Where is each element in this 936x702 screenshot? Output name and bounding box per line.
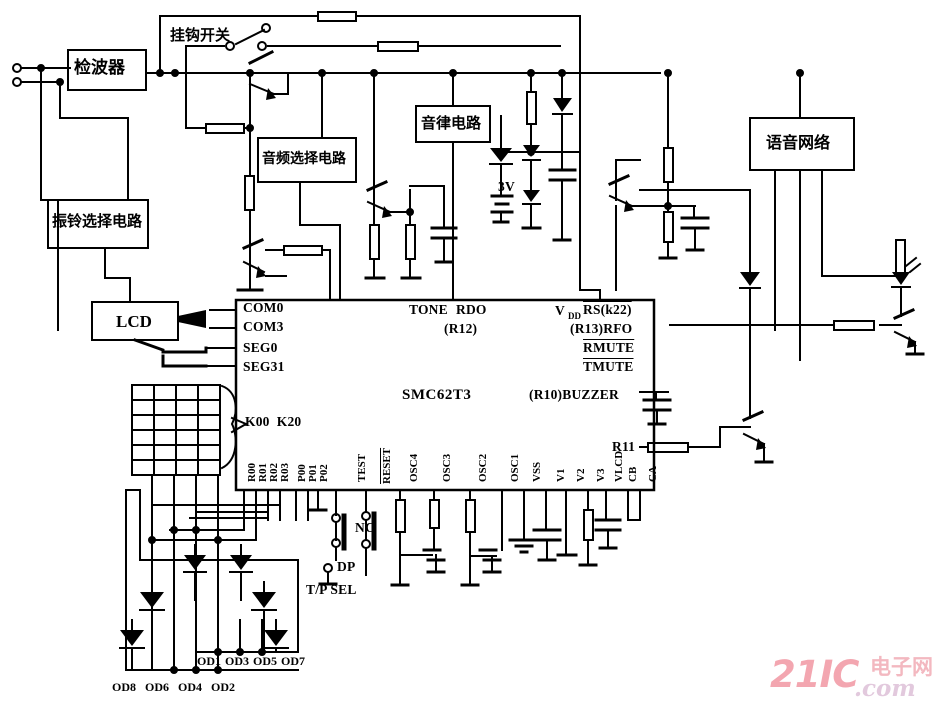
detector-block xyxy=(67,49,147,91)
ring-select-block xyxy=(47,199,149,249)
ic-pin-vlcd: VLCD xyxy=(613,450,625,482)
audio-select-label: 音频选择电路 xyxy=(262,151,346,167)
od2-label: OD2 xyxy=(211,680,235,694)
hook-switch-label: 挂钩开关 xyxy=(170,26,231,44)
ic-pin-vss: VSS xyxy=(531,461,543,482)
ic-pin-osc4: OSC4 xyxy=(408,453,420,482)
voice-network-block xyxy=(749,117,855,171)
watermark: 21IC 电子网 .com xyxy=(770,651,936,702)
ic-pin-reset: RESET xyxy=(381,447,393,484)
od6-label: OD6 xyxy=(145,680,169,694)
ic-pin-rfo: (R13)RFO xyxy=(570,321,633,336)
detector-label: 检波器 xyxy=(74,58,125,78)
ring-select-label: 振铃选择电路 xyxy=(52,212,143,230)
ic-pin-buzzer: (R10)BUZZER xyxy=(529,387,619,402)
od8-label: OD8 xyxy=(112,680,136,694)
ic-pin-com0: COM0 xyxy=(243,300,284,315)
tone-circuit-label: 音律电路 xyxy=(421,114,482,132)
ic-pin-seg0: SEG0 xyxy=(243,340,278,355)
ic-pin-vdd-subscript: DD xyxy=(568,311,581,321)
line-terminal-2 xyxy=(12,77,22,87)
ic-pin-r11: R11 xyxy=(612,439,636,454)
ic-pin-rs: RS(k22) xyxy=(583,302,632,317)
ic-body xyxy=(234,298,656,492)
audio-select-block xyxy=(257,137,357,183)
od5-label: OD5 xyxy=(253,654,277,668)
ic-pin-vdd: V xyxy=(555,303,565,318)
ic-pin-osc1: OSC1 xyxy=(509,453,521,482)
watermark-cn: 电子网 xyxy=(870,655,933,679)
ic-part-number: SMC62T3 xyxy=(402,387,472,403)
ic-pin-v2: V2 xyxy=(575,468,587,482)
line-terminal-1 xyxy=(12,63,22,73)
watermark-domain: .com xyxy=(854,675,916,702)
od4-label: OD4 xyxy=(178,680,202,694)
od3-label: OD3 xyxy=(225,654,249,668)
od7-label: OD7 xyxy=(281,654,305,668)
battery-voltage-label: 3V xyxy=(498,179,515,194)
ic-pin-p02: P02 xyxy=(318,464,330,482)
ic-pin-v3: V3 xyxy=(595,468,607,482)
ic-pin-rmute: RMUTE xyxy=(583,340,635,355)
ic-pin-ca: CA xyxy=(647,466,659,482)
ic-pin-com3: COM3 xyxy=(243,319,284,334)
ic-pin-tone: TONE xyxy=(409,302,448,317)
ic-pin-osc3: OSC3 xyxy=(441,453,453,482)
dp-label: DP xyxy=(337,559,356,574)
voice-network-label: 语音网络 xyxy=(766,133,831,152)
od1-label: OD1 xyxy=(197,654,221,668)
ic-pin-seg31: SEG31 xyxy=(243,359,285,374)
ic-pin-tmute: TMUTE xyxy=(583,359,634,374)
ic-pin-test: TEST xyxy=(356,453,368,482)
lcd-label: LCD xyxy=(116,312,152,331)
watermark-brand: 21IC xyxy=(770,653,859,696)
ic-pin-v1: V1 xyxy=(555,468,567,482)
ic-pin-keypad: K00 K20 xyxy=(245,414,302,429)
nc-label: NC xyxy=(355,520,375,535)
ic-pin-osc2: OSC2 xyxy=(477,453,489,482)
ic-pin-rdo: RDO xyxy=(456,302,487,317)
ic-pin-cb: CB xyxy=(627,466,639,482)
ic-pin-r03: R03 xyxy=(279,463,291,482)
tp-sel-label: T/P SEL xyxy=(306,582,357,597)
ic-pin-r12: (R12) xyxy=(444,321,478,336)
